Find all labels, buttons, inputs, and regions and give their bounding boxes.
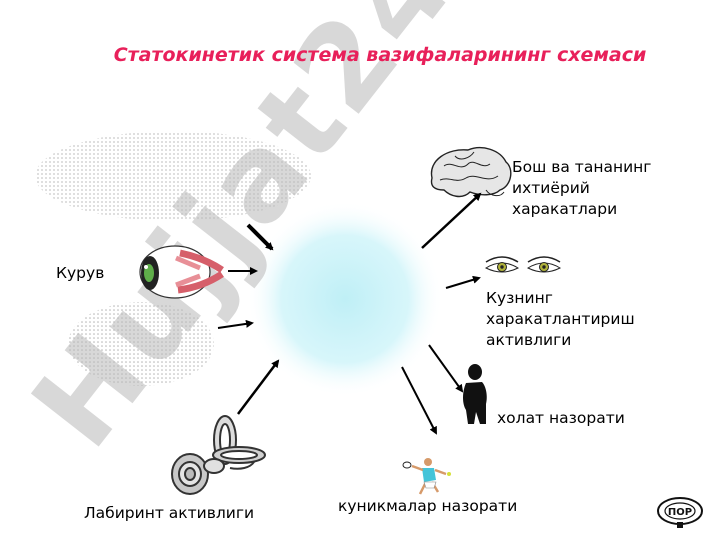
central-node-glow — [247, 201, 443, 397]
arrow-middleinfo-to-center — [217, 319, 254, 329]
person-silhouette-icon — [463, 364, 487, 424]
arrow-center-to-eyes — [445, 275, 481, 289]
label-vision: Курув — [56, 264, 105, 282]
arrow-topinfo-to-center — [246, 223, 274, 251]
dotted-info-ellipse-top — [35, 131, 311, 221]
eyes-pair-icon — [484, 256, 562, 273]
label-skill-control: куникмалар назорати — [338, 497, 518, 515]
arrow-center-to-limbs — [401, 366, 437, 435]
arrow-center-to-brain — [421, 192, 482, 249]
label-posture-control: холат назорати — [497, 409, 625, 427]
logo-emblem-icon: ПОР — [657, 497, 703, 528]
svg-text:ПОР: ПОР — [668, 507, 692, 518]
tennis-player-icon — [402, 458, 451, 495]
arrow-center-to-posture — [428, 344, 464, 393]
brain-icon — [430, 146, 512, 198]
label-voluntary-movements: Бош ва тананинг ихтиёрий харакатлари — [512, 158, 652, 218]
label-labyrinth-activity: Лабиринт активлиги — [84, 504, 255, 522]
dotted-info-ellipse-middle — [68, 302, 214, 386]
eyeball-icon — [139, 245, 224, 299]
inner-ear-labyrinth-icon — [171, 415, 266, 495]
label-eye-movement-activity: Кузнинг харакатлантириш активлиги — [486, 289, 635, 349]
arrow-labyrinth-to-center — [237, 359, 280, 415]
page-title: Статокинетик система вазифаларининг схем… — [113, 44, 647, 66]
